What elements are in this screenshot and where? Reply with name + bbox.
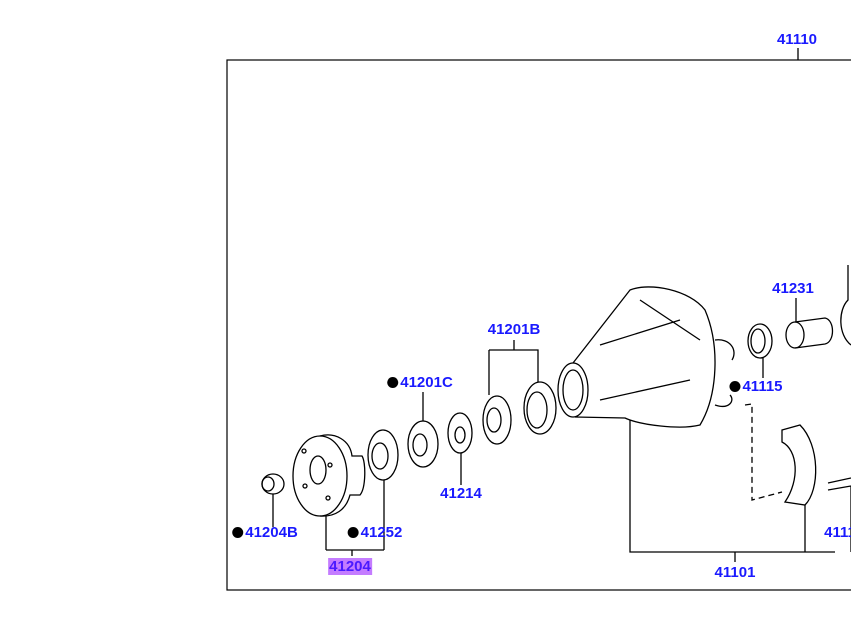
stud-bolt — [827, 477, 851, 491]
part-label-41204-highlighted[interactable]: 41204 — [328, 558, 372, 575]
part-label-41110[interactable]: 41110 — [776, 31, 818, 48]
part-label-41111-clipped[interactable]: 4111 — [824, 524, 851, 541]
bullet-dot-icon — [347, 527, 359, 538]
part-label-41101[interactable]: 41101 — [714, 564, 756, 581]
part-number: 41204B — [245, 524, 298, 541]
part-number: 41201C — [400, 374, 453, 391]
bearing-cap — [744, 403, 817, 552]
spacer-41201c — [407, 420, 439, 468]
part-number: 41115 — [742, 378, 783, 395]
washer-41214 — [447, 412, 473, 485]
assembly-frame — [226, 59, 851, 591]
part-label-41115[interactable]: 41115 — [729, 378, 783, 395]
bullet-dot-icon — [232, 527, 244, 538]
part-label-41204b[interactable]: 41204B — [232, 524, 298, 541]
bearing-41201b — [482, 340, 557, 445]
seal-41115 — [747, 323, 773, 378]
flange-41204 — [292, 434, 366, 517]
part-label-41231[interactable]: 41231 — [772, 280, 814, 297]
part-label-41214[interactable]: 41214 — [440, 485, 482, 502]
sleeve-41231 — [785, 298, 834, 349]
nut-41204b — [261, 473, 285, 527]
part-number: 41252 — [360, 524, 403, 541]
carrier-housing-41101 — [557, 286, 835, 562]
part-label-41201c[interactable]: 41201C — [387, 374, 453, 391]
bullet-dot-icon — [387, 377, 399, 388]
bullet-dot-icon — [729, 381, 741, 392]
seal-41252 — [367, 429, 399, 481]
part-label-41252[interactable]: 41252 — [347, 524, 403, 541]
part-label-41201b[interactable]: 41201B — [487, 321, 541, 338]
